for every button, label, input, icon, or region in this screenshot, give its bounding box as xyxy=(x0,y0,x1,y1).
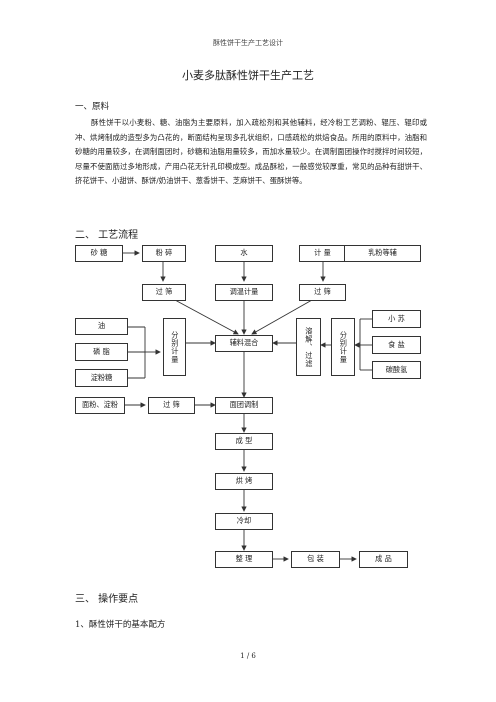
flow-box-finishing: 整 理 xyxy=(215,551,273,568)
section-heading-process-flow: 二、 工艺流程 xyxy=(75,230,139,241)
flow-box-ammonium-bicarbonate: 碳酸氢 xyxy=(372,361,421,379)
flow-box-temp-measure: 调温计量 xyxy=(215,284,273,301)
flow-box-product: 成 品 xyxy=(359,551,408,568)
flow-box-cooling: 冷却 xyxy=(215,513,273,530)
flow-box-forming: 成 型 xyxy=(215,433,273,450)
flow-box-water: 水 xyxy=(215,245,273,262)
flow-box-sugar: 砂 糖 xyxy=(75,245,123,262)
subsection-heading-basic-formula: 1、酥性饼干的基本配方 xyxy=(75,620,166,630)
flow-box-measure-right: 分别计量 xyxy=(331,318,355,376)
flow-box-dissolve-filter: 溶解、过滤 xyxy=(296,318,321,376)
page-number: 1 / 6 xyxy=(240,652,256,660)
flow-box-baking-soda: 小 苏 xyxy=(372,310,421,328)
flow-box-measure-top: 计 量 xyxy=(299,245,346,262)
flow-box-flour-starch: 面粉、淀粉 xyxy=(75,397,125,414)
document-title: 小麦多肽酥性饼干生产工艺 xyxy=(182,69,314,82)
running-header: 酥性饼干生产工艺设计 xyxy=(213,39,283,47)
section-heading-key-points: 三、 操作要点 xyxy=(75,594,139,605)
flow-box-dough-mixing: 面团调制 xyxy=(215,397,273,414)
flow-box-oil: 油 xyxy=(75,318,128,335)
flow-box-phospholipid: 磷 脂 xyxy=(75,343,128,361)
section-heading-materials: 一、原料 xyxy=(75,102,110,112)
flow-box-aux-mixing: 辅料混合 xyxy=(215,335,273,352)
flow-box-milk-powder-aux: 乳粉等辅 xyxy=(344,245,421,262)
flow-box-baking: 烘 烤 xyxy=(215,473,273,490)
flow-box-crush: 粉 碎 xyxy=(142,245,186,262)
materials-paragraph: 酥性饼干以小麦粉、糖、油脂为主要原料，加入疏松剂和其他辅料，经冷粉工艺调粉、辊压… xyxy=(75,118,427,186)
flow-box-sieve-flour: 过 筛 xyxy=(148,397,195,414)
flow-box-sieve-left: 过 筛 xyxy=(142,284,186,301)
flow-box-starch-syrup: 淀粉糖 xyxy=(75,369,128,387)
flow-box-packing: 包 装 xyxy=(291,551,340,568)
flow-box-measure-left: 分别计量 xyxy=(163,318,186,376)
flow-box-sieve-right: 过 筛 xyxy=(299,284,346,301)
flow-box-salt: 食 盐 xyxy=(372,336,421,354)
